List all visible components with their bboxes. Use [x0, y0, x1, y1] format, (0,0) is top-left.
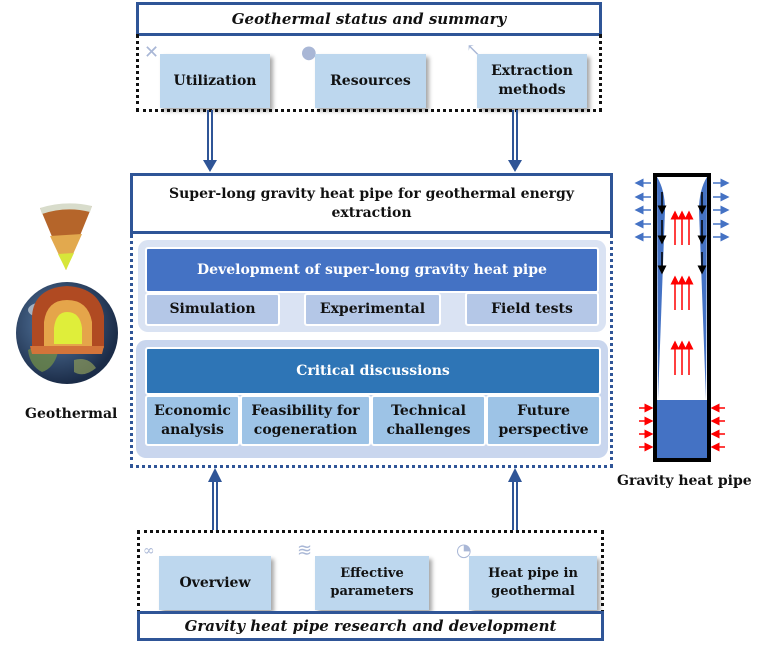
discussion-item-technical: Technical challenges	[371, 395, 486, 446]
bottom-card-effective-parameters: Effective parameters	[315, 556, 429, 610]
bottom-card-heat-pipe-geothermal: Heat pipe in geothermal	[469, 556, 597, 610]
discussion-item-economic: Economic analysis	[145, 395, 240, 446]
development-item-field-tests: Field tests	[465, 292, 599, 326]
center-title-box: Super-long gravity heat pipe for geother…	[130, 173, 613, 234]
development-item-simulation: Simulation	[145, 293, 280, 326]
top-section-title: Geothermal status and summary	[136, 2, 602, 36]
up-arrow-left	[208, 468, 222, 530]
development-header: Development of super-long gravity heat p…	[145, 247, 599, 293]
geothermal-label: Geothermal	[25, 406, 118, 422]
top-card-utilization: Utilization	[160, 54, 270, 108]
glasses-icon: ∞	[143, 543, 155, 559]
discussion-item-cogeneration: Feasibility for cogeneration	[240, 395, 371, 446]
earth-globe-icon	[16, 282, 118, 384]
bottom-card-overview: Overview	[159, 556, 271, 610]
development-item-experimental: Experimental	[304, 293, 441, 326]
center-content-frame	[130, 234, 613, 468]
bottom-section-frame	[137, 530, 604, 614]
gauge-icon: ◔	[456, 540, 472, 561]
bottom-section-title: Gravity heat pipe research and developme…	[137, 611, 604, 641]
gravity-heat-pipe-diagram	[634, 173, 730, 462]
center-title: Super-long gravity heat pipe for geother…	[169, 185, 574, 221]
up-arrow-right	[508, 468, 522, 530]
bottom-section-title-text: Gravity heat pipe research and developme…	[184, 617, 557, 635]
down-arrow-left	[203, 110, 217, 172]
gravity-heat-pipe-label: Gravity heat pipe	[617, 473, 752, 489]
top-card-resources: Resources	[315, 54, 426, 108]
discussions-header: Critical discussions	[145, 347, 601, 395]
discussion-item-future: Future perspective	[486, 395, 601, 446]
top-section-frame	[136, 34, 602, 112]
earth-core-wedge-icon	[40, 203, 92, 270]
wrench-screwdriver-icon: ✕	[144, 42, 160, 63]
top-section-title-text: Geothermal status and summary	[231, 10, 507, 28]
down-arrow-right	[508, 110, 522, 172]
layers-icon: ≋	[297, 540, 313, 561]
resources-icon: ●	[301, 42, 317, 63]
top-card-extraction-methods: Extraction methods	[477, 54, 587, 108]
